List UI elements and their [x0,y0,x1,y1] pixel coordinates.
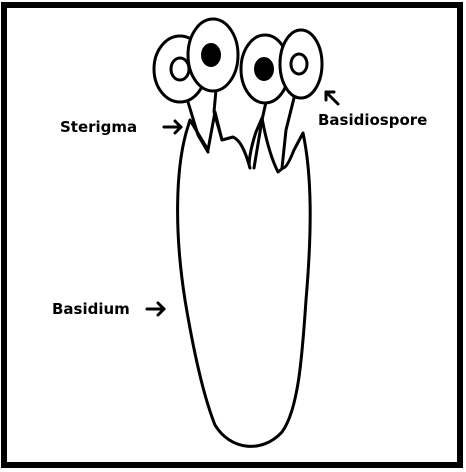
basidiospore-2 [188,19,238,91]
label-basidiospore: Basidiospore [318,111,427,129]
label-basidium: Basidium [52,300,130,318]
spore-3-nucleus [255,58,273,80]
spore-4-nucleus [291,54,307,74]
basidiospore-4 [280,30,322,98]
label-sterigma: Sterigma [60,118,137,136]
spore-1-nucleus [171,58,189,80]
spore-2-nucleus [202,44,220,66]
